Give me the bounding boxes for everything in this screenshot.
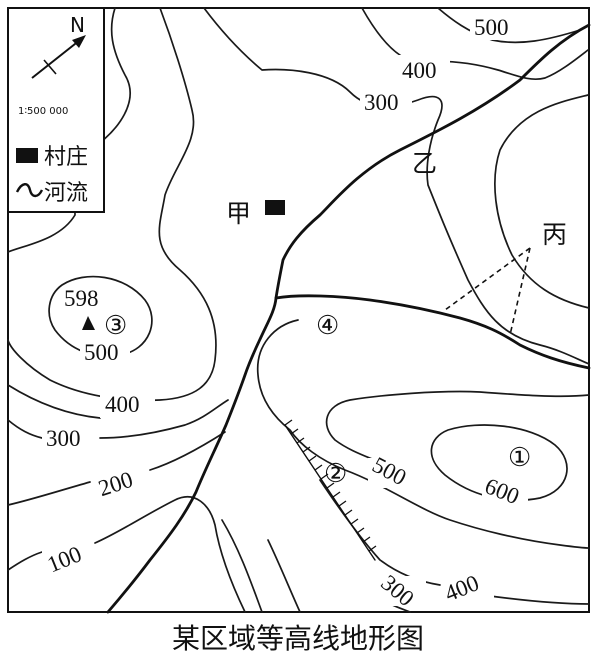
dashed-routes [444,247,531,336]
contour-lines [7,7,590,613]
label-500-w: 500 [84,340,119,365]
contour-500-se [256,319,590,549]
river-tributary-yi [274,294,591,370]
contour-labels: 500 400 300 598 500 400 300 200 100 500 … [42,12,528,611]
contour-300-n [203,7,590,365]
label-500-ne: 500 [474,15,509,40]
marker-1: ① [508,443,531,472]
contour-ne-inner [494,94,590,309]
place-label-bing: 丙 [542,222,567,249]
contour-400-n [361,7,589,80]
legend-river-label: 河流 [44,181,88,206]
marker-3: ③ [104,311,127,340]
river-main [106,23,591,614]
contour-100-sw [7,495,246,613]
cliff-line [284,424,376,561]
contour-mid-e [325,390,590,471]
legend-village-icon [16,148,38,163]
contour-west-inner [7,7,217,402]
marker-4: ④ [316,311,339,340]
summit-triangle-icon [82,316,95,330]
label-summit-598: 598 [64,286,99,311]
village-jia-icon [265,200,285,215]
north-label: N [70,13,85,37]
map-title: 某区域等高线地形图 [172,623,424,653]
legend-river-icon [15,183,44,198]
legend: N 1∶500 000 村庄 河流 [7,7,105,213]
contour-400-w [7,384,101,419]
contour-300-w [7,399,229,439]
contour-center-bend [221,519,301,613]
contour-200-sw [7,431,226,506]
label-400-n: 400 [402,58,437,83]
cliff-ticks [284,419,377,552]
place-label-jia: 甲 [226,201,251,228]
river-network [106,23,591,614]
place-label-yi: 乙 [412,151,437,178]
label-300-n: 300 [364,90,399,115]
label-400-w: 400 [105,392,140,417]
contour-600-e [430,424,568,502]
label-300-w: 300 [46,426,81,451]
map-frame [7,7,590,613]
legend-village-label: 村庄 [44,145,88,170]
cliff-hatching [284,419,377,561]
marker-2: ② [324,459,347,488]
scale-label: 1∶500 000 [18,106,68,117]
legend-box [7,7,105,213]
contour-500-ne [437,7,581,44]
dashed-line-right [509,247,531,336]
north-arrow-icon [31,35,86,79]
